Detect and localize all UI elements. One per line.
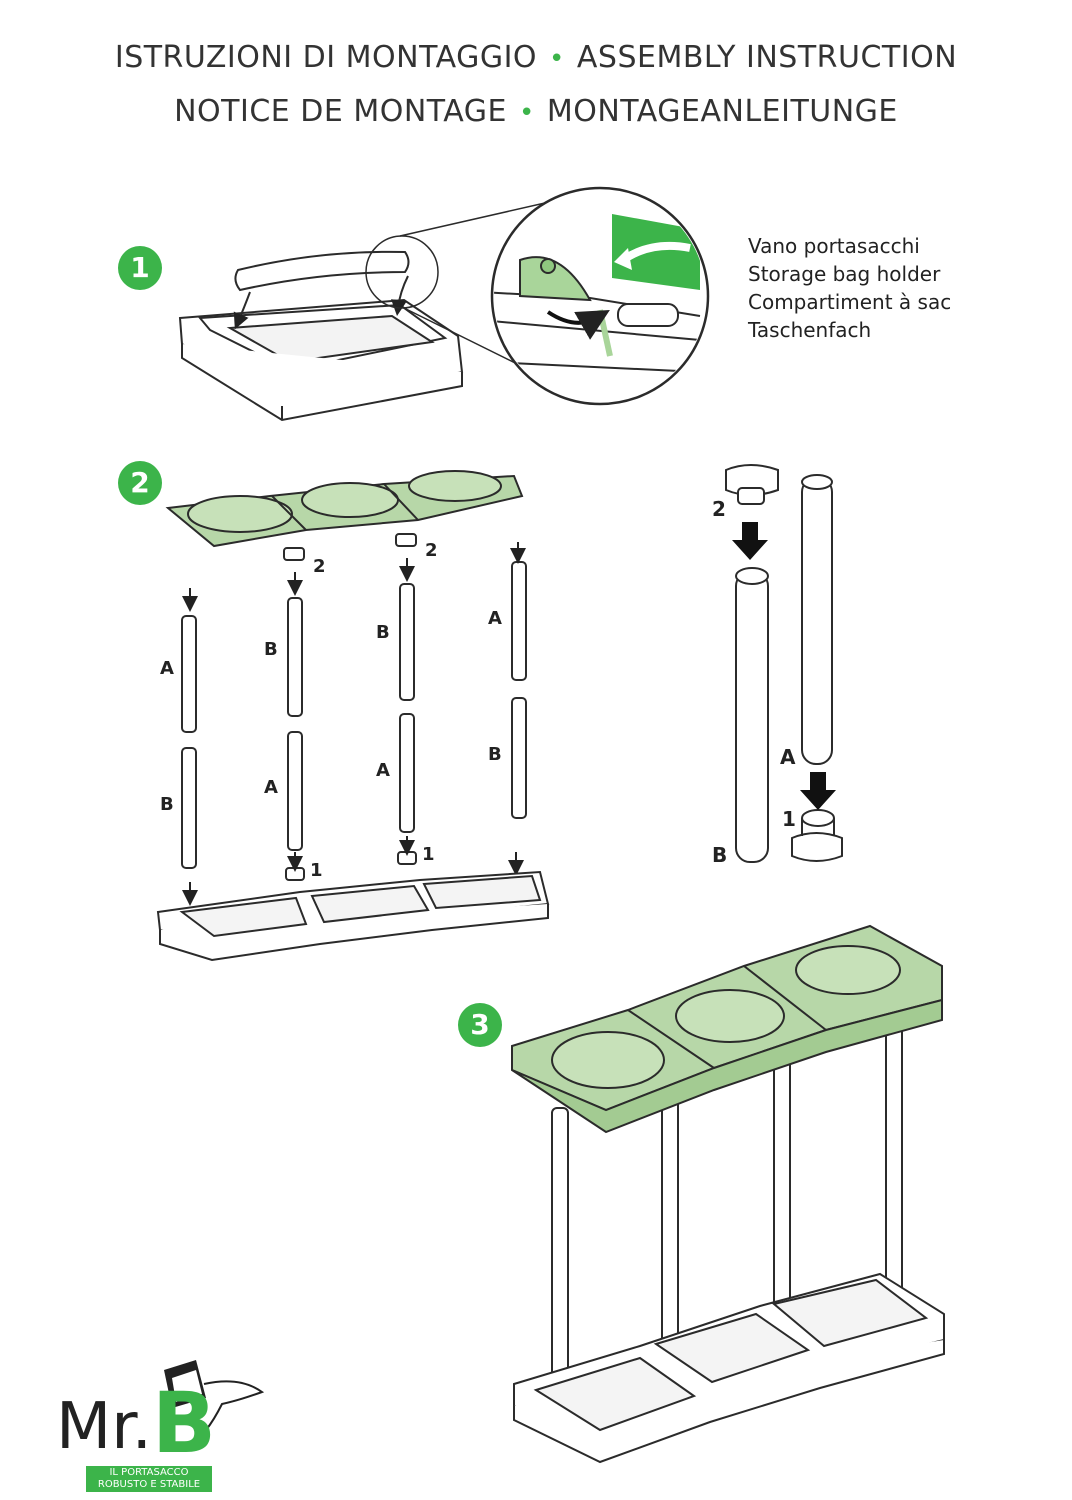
callout-german: Taschenfach bbox=[748, 318, 872, 342]
step-2-arrows bbox=[182, 542, 526, 906]
logo-b: B bbox=[152, 1374, 217, 1472]
storage-bag-holder-callout: Vano portasacchi Storage bag holder Comp… bbox=[748, 232, 951, 344]
step-2-lid bbox=[165, 470, 524, 548]
step-2-badge: 2 bbox=[118, 461, 162, 505]
label-b: B bbox=[376, 622, 390, 643]
label-1: 1 bbox=[422, 844, 435, 865]
callout-english: Storage bag holder bbox=[748, 262, 941, 286]
label-a: A bbox=[264, 777, 278, 798]
label-2: 2 bbox=[425, 540, 438, 561]
label-1: 1 bbox=[782, 807, 796, 831]
title-line-1: ISTRUZIONI DI MONTAGGIO • ASSEMBLY INSTRUC… bbox=[0, 40, 1072, 75]
title-italian: ISTRUZIONI DI MONTAGGIO bbox=[114, 40, 538, 75]
title-german: MONTAGEANLEITUNGE bbox=[546, 94, 898, 129]
label-1: 1 bbox=[310, 860, 323, 881]
logo-tagline-1: IL PORTASACCO bbox=[109, 1467, 189, 1478]
label-2: 2 bbox=[313, 556, 326, 577]
step-3-assembled-unit bbox=[511, 924, 945, 1464]
mr-b-logo-graphic bbox=[164, 1360, 265, 1431]
step-2-base bbox=[156, 870, 550, 962]
title-separator-2: • bbox=[519, 98, 535, 128]
title-english: ASSEMBLY INSTRUCTION bbox=[576, 40, 958, 75]
callout-italian: Vano portasacchi bbox=[748, 234, 920, 258]
label-b: B bbox=[264, 639, 278, 660]
step-3-badge: 3 bbox=[458, 1003, 502, 1047]
label-a: A bbox=[488, 608, 502, 629]
step-2-detail-arrows bbox=[732, 522, 836, 810]
label-b: B bbox=[488, 744, 502, 765]
label-a: A bbox=[160, 658, 174, 679]
step-1-base-illustration bbox=[178, 250, 464, 422]
title-french: NOTICE DE MONTAGE bbox=[174, 94, 507, 129]
step-1-zoom-detail bbox=[365, 186, 710, 406]
logo-mr: Mr. bbox=[56, 1390, 152, 1464]
label-2: 2 bbox=[712, 497, 726, 521]
title-separator: • bbox=[549, 44, 565, 74]
label-a: A bbox=[376, 760, 390, 781]
logo-tagline-band: IL PORTASACCO ROBUSTO E STABILE bbox=[86, 1466, 212, 1492]
callout-french: Compartiment à sac bbox=[748, 290, 952, 314]
label-b: B bbox=[160, 794, 174, 815]
step-1-badge: 1 bbox=[118, 246, 162, 290]
step-2-poles bbox=[181, 533, 527, 881]
logo-tagline-2: ROBUSTO E STABILE bbox=[97, 1479, 201, 1490]
title-line-2: NOTICE DE MONTAGE • MONTAGEANLEITUNGE bbox=[0, 94, 1072, 129]
label-a: A bbox=[780, 745, 796, 769]
step-2-pole-detail bbox=[725, 464, 843, 863]
label-b: B bbox=[712, 843, 727, 867]
